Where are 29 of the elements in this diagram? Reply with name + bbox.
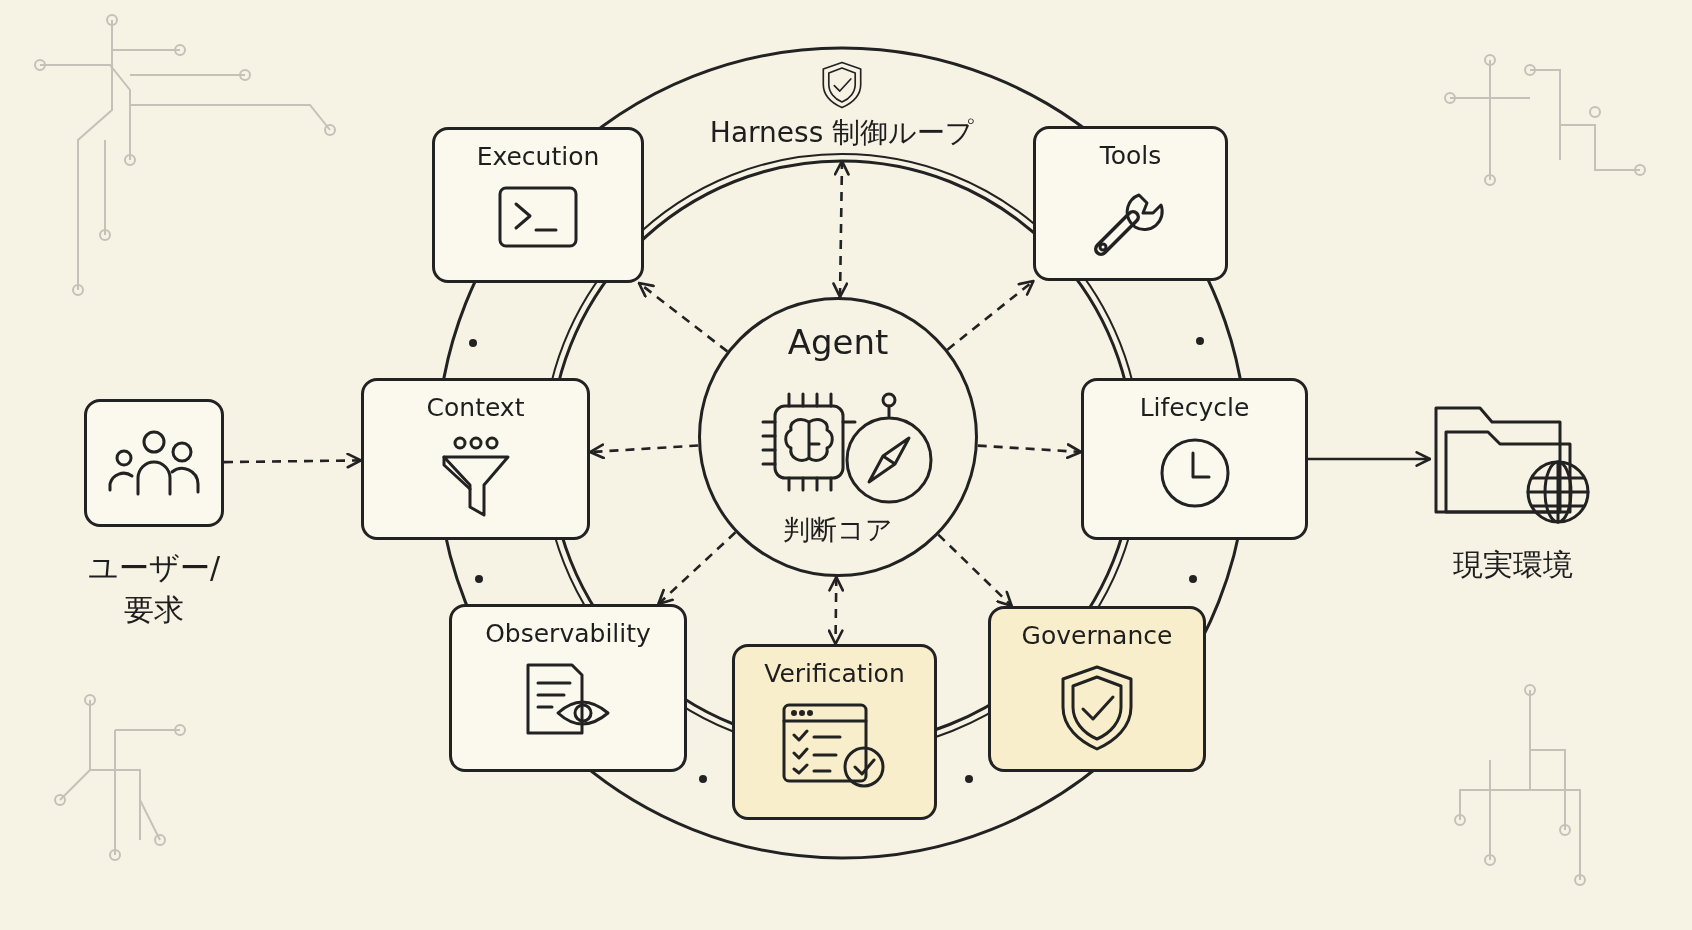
component-box (361, 378, 590, 540)
node-caption: 現実環境 (1452, 547, 1573, 582)
arrow (224, 452, 363, 469)
arrow (588, 443, 699, 460)
arrow (946, 279, 1035, 351)
box-title: Observability (485, 619, 651, 648)
component-box (432, 127, 644, 283)
box-title: Tools (1099, 141, 1162, 170)
component-box (988, 606, 1206, 772)
double-headed-arrow (832, 159, 850, 299)
box-title: Context (426, 393, 525, 422)
component-box (732, 644, 937, 820)
double-headed-arrow (827, 575, 845, 646)
component-box (1033, 126, 1228, 281)
agent-title: Agent (787, 322, 889, 362)
ring-title: Harness 制御ループ (709, 115, 975, 151)
node-caption: ユーザー/要求 (87, 550, 221, 627)
arrow (937, 533, 1014, 608)
component-box (1081, 378, 1308, 540)
arrow (1308, 451, 1432, 467)
box-title: Lifecycle (1139, 393, 1250, 422)
agent-subtitle: 判断コア (783, 513, 893, 547)
box-title: Verification (764, 659, 905, 688)
arrow (637, 281, 729, 353)
arrow (977, 443, 1083, 460)
component-box (449, 604, 687, 772)
arrow (657, 531, 737, 606)
box-title: Execution (476, 142, 600, 171)
box-title: Governance (1021, 621, 1173, 650)
